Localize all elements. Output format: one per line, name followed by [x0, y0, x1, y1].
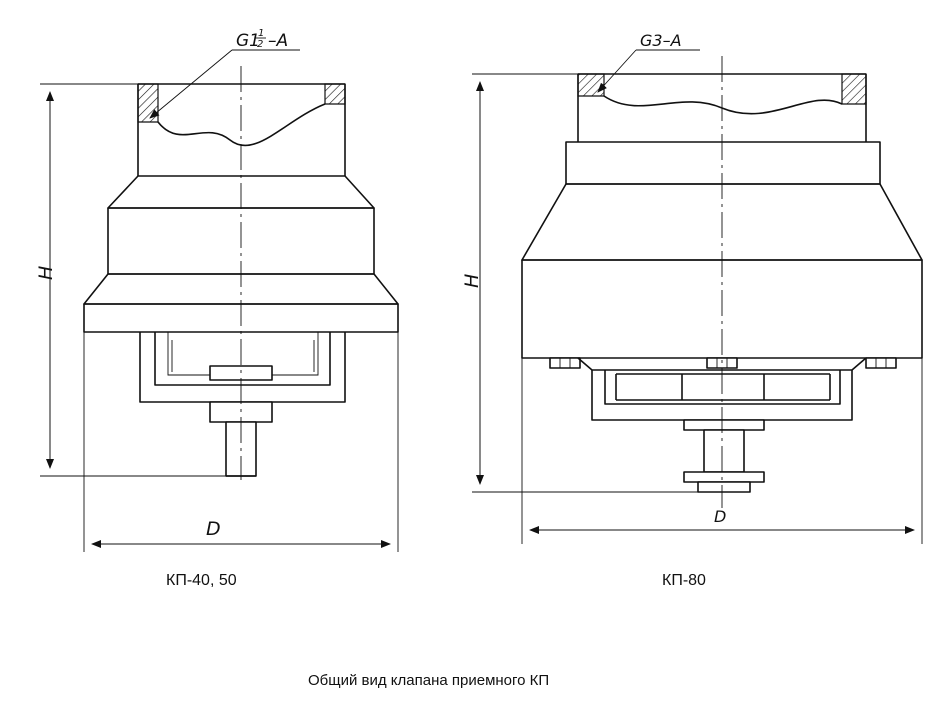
right-stem-washer [697, 481, 751, 493]
right-thread-wall-hatch [577, 73, 605, 97]
left-thread-callout: G1 1 2 –A [236, 28, 288, 51]
svg-text:2: 2 [257, 39, 263, 50]
right-height-label: H [461, 274, 483, 288]
right-bolts [549, 357, 897, 369]
right-pipe-neck [577, 73, 867, 142]
bolt-right [865, 357, 897, 369]
valve-kp80 [521, 56, 923, 508]
left-dimensions: H D G1 1 2 –A [35, 28, 399, 552]
svg-text:–A: –A [268, 31, 288, 51]
caption-right-model: КП-80 [662, 572, 706, 589]
drawing-caption: Общий вид клапана приемного КП [308, 672, 550, 689]
left-height-label: H [35, 266, 57, 280]
right-stem-nut [683, 471, 765, 483]
right-diameter-label: D [714, 507, 726, 526]
left-break-line [157, 103, 326, 147]
left-diameter-label: D [206, 518, 221, 540]
right-dimensions: H D G3–A [461, 31, 923, 544]
left-thread-wall-hatch [137, 83, 159, 123]
right-thread-callout: G3–A [640, 31, 682, 50]
svg-text:1: 1 [258, 28, 264, 39]
right-collar [565, 141, 881, 185]
svg-text:G1: G1 [236, 31, 260, 51]
left-pipe-neck [137, 83, 346, 176]
caption-left-model: КП-40, 50 [166, 572, 237, 589]
right-thread-wall-hatch-right [841, 73, 867, 105]
valve-kp40-50 [83, 66, 399, 480]
bolt-left [549, 357, 581, 369]
right-stem-cap [683, 419, 765, 431]
right-break-line [603, 95, 843, 115]
left-thread-wall-hatch-right [324, 83, 346, 105]
right-stem [703, 429, 745, 473]
